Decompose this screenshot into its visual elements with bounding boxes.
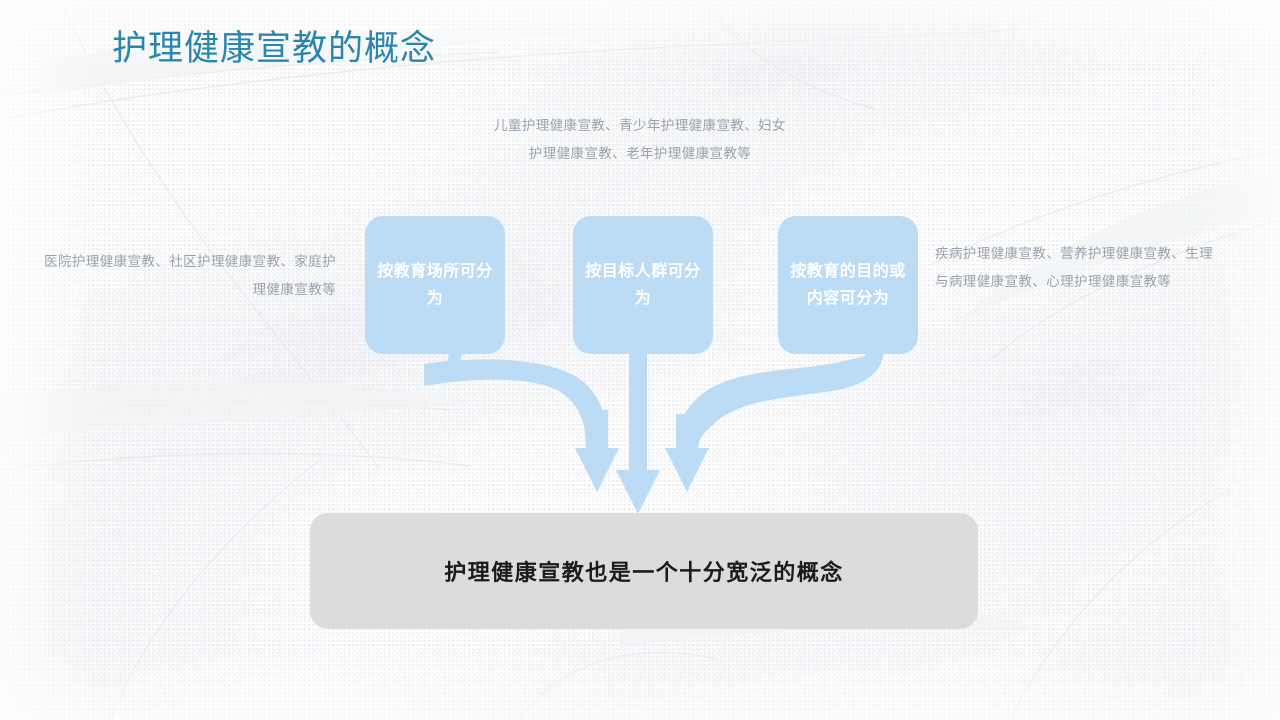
bubble-label: 按教育场所可分为 — [377, 263, 493, 307]
arrow-stem-left — [424, 359, 608, 452]
note-by-education-venue: 医院护理健康宣教、社区护理健康宣教、家庭护理健康宣教等 — [44, 254, 336, 297]
arrow-shaft-middle — [629, 352, 647, 478]
summary-bar: 护理健康宣教也是一个十分宽泛的概念 — [310, 513, 978, 629]
arrow-head-left-triangle — [575, 448, 619, 492]
arrow-shaft-right — [676, 414, 698, 450]
page-title: 护理健康宣教的概念 — [112, 29, 437, 68]
bubble-label: 按目标人群可分为 — [585, 263, 701, 307]
arrow-stem-right — [676, 352, 884, 452]
arrow-shaft-left — [586, 410, 608, 450]
arrow-head-right — [665, 448, 709, 492]
note-by-target-group: 儿童护理健康宣教、青少年护理健康宣教、妇女护理健康宣教、老年护理健康宣教等 — [494, 118, 786, 161]
arrow-tail-left — [424, 345, 462, 386]
category-bubble-target-group[interactable]: 按目标人群可分为 — [573, 216, 713, 354]
note-by-education-purpose: 疾病护理健康宣教、营养护理健康宣教、生理与病理健康宣教、心理护理健康宣教等 — [935, 246, 1213, 289]
summary-text: 护理健康宣教也是一个十分宽泛的概念 — [444, 560, 844, 585]
bubble-label: 按教育的目的或内容可分为 — [790, 263, 906, 307]
arrow-head-middle — [616, 470, 660, 514]
category-bubble-education-venue[interactable]: 按教育场所可分为 — [365, 216, 505, 354]
category-bubble-education-purpose[interactable]: 按教育的目的或内容可分为 — [778, 216, 918, 354]
